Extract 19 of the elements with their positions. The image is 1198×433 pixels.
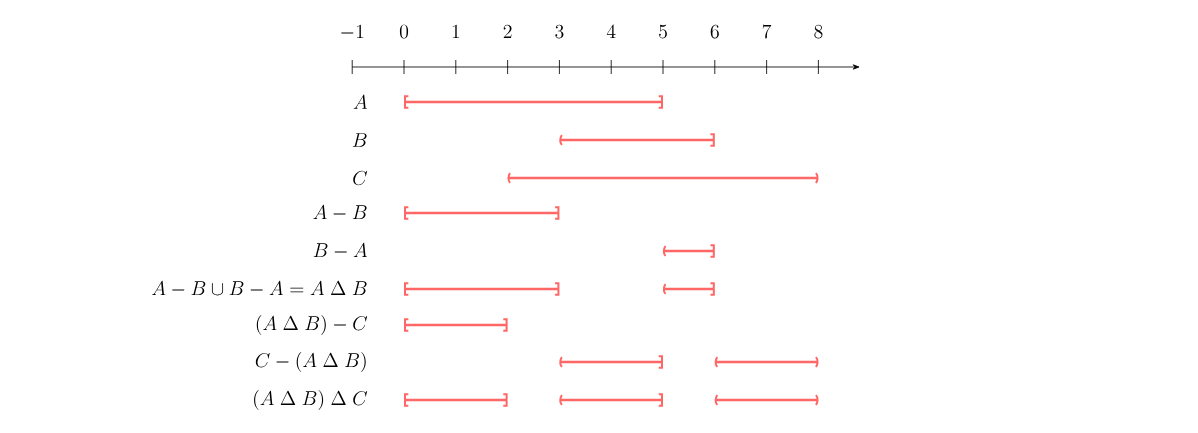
set-label: $(A\ \Delta\ B)\ \Delta\ C$	[254, 390, 368, 410]
set-label: $C-(A\ \Delta\ B)$	[255, 352, 366, 372]
tick-label: $7$	[762, 24, 772, 39]
set-label: $A-B$	[313, 204, 367, 219]
tick-label: $8$	[814, 24, 823, 39]
set-label: $(A\ \Delta\ B)-C$	[256, 315, 368, 335]
tick-label: $4$	[606, 24, 616, 38]
tick-label: $1$	[452, 24, 460, 38]
tick-label: $2$	[503, 24, 512, 38]
set-label: $A-B\cup B-A=A\ \Delta\ B$	[152, 280, 367, 296]
set-label: $B$	[352, 133, 367, 147]
tick-label: $5$	[659, 24, 667, 39]
set-label: $A$	[353, 94, 368, 109]
set-label: $B-A$	[313, 242, 368, 257]
tick-label: $-1$	[341, 24, 364, 38]
tick-label: $6$	[710, 24, 719, 39]
tick-label: $0$	[399, 24, 409, 39]
set-label: $C$	[353, 170, 368, 186]
tick-label: $3$	[555, 24, 564, 39]
